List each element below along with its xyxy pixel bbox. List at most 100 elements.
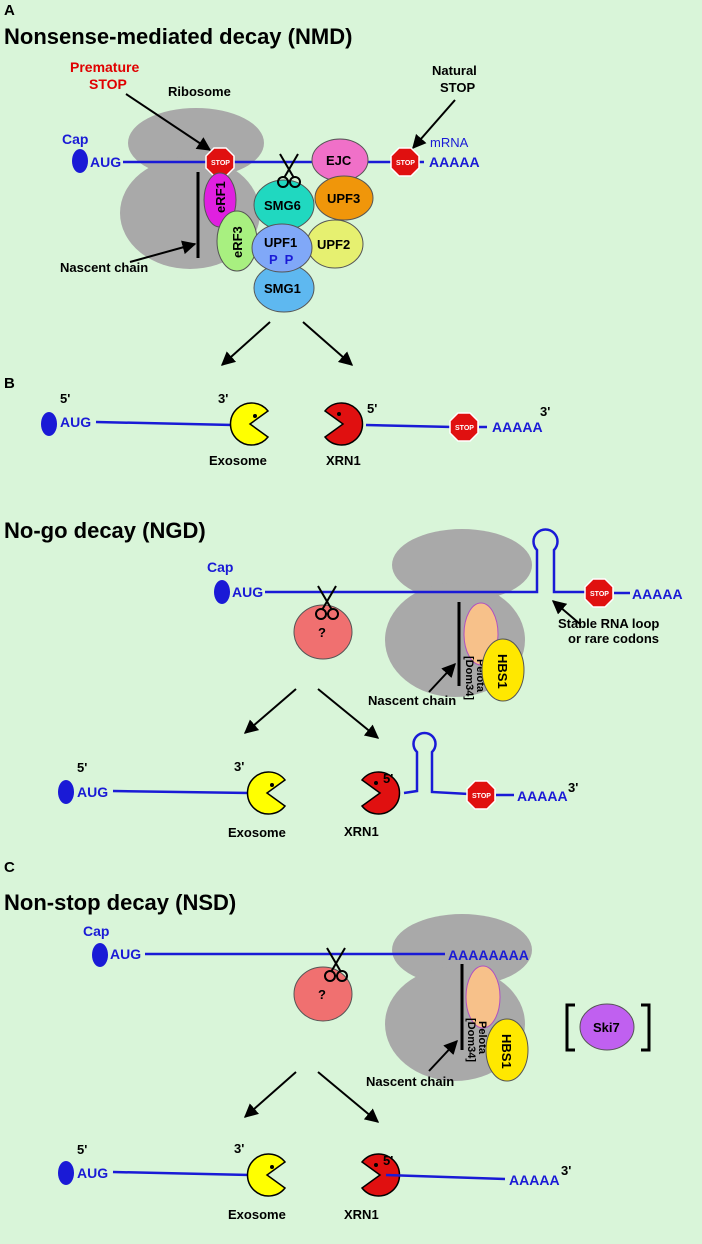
ngd-three-prime-left: 3' <box>234 759 244 774</box>
upf2-protein: UPF2 <box>306 219 364 269</box>
erf3-label: eRF3 <box>230 226 245 258</box>
nsd-prod-aug: AUG <box>77 1165 108 1181</box>
upf2-label: UPF2 <box>317 237 350 252</box>
b-five-prime-left: 5' <box>60 391 70 406</box>
nascent-chain-label: Nascent chain <box>60 260 148 275</box>
premature-stop-label-2: STOP <box>89 76 127 92</box>
b-polya: AAAAA <box>492 419 543 435</box>
nmd-title: Nonsense-mediated decay (NMD) <box>4 24 352 49</box>
ngd-dom34-label: [Dom34] <box>463 656 475 700</box>
nsd-dom34-label: [Dom34] <box>465 1018 477 1062</box>
panel-ngd: No-go decay (NGD) Cap AUG STOP AAAAA Sta… <box>4 518 683 840</box>
ngd-endonuclease: ? <box>293 604 353 660</box>
ngd-prod-aug: AUG <box>77 784 108 800</box>
ngd-xrn1-eye <box>374 781 378 785</box>
ngd-question-mark: ? <box>318 625 326 640</box>
nsd-question-mark: ? <box>318 987 326 1002</box>
nascent-chain-arrow <box>129 240 197 263</box>
ngd-prod-stop-text: STOP <box>472 793 491 800</box>
ngd-nascent-label: Nascent chain <box>368 693 456 708</box>
natural-stop-label-2: STOP <box>440 80 475 95</box>
nsd-prod-polya: AAAAA <box>509 1172 560 1188</box>
upf1-protein: UPF1 P P <box>251 223 313 273</box>
upf3-protein: UPF3 <box>314 175 374 221</box>
cap-oval <box>72 149 88 173</box>
mrna-label: mRNA <box>430 135 469 150</box>
ejc-label: EJC <box>326 153 352 168</box>
nsd-prod-mrna-left <box>112 1170 251 1177</box>
aug-label: AUG <box>90 154 121 170</box>
ngd-prod-mrna-left <box>112 789 251 795</box>
exosome-label: Exosome <box>209 453 267 468</box>
xrn1-label: XRN1 <box>326 453 361 468</box>
nsd-pelota-protein: Pelota [Dom34] <box>465 965 501 1062</box>
nsd-split-arrow-left <box>243 1071 297 1118</box>
ngd-cap-label: Cap <box>207 559 233 575</box>
ngd-five-prime-right: 5' <box>383 771 393 786</box>
nsd-xrn1-pacman <box>360 1153 401 1197</box>
b-five-prime-right: 5' <box>367 401 377 416</box>
erf1-label: eRF1 <box>213 181 228 213</box>
ngd-prod-cap-oval <box>58 780 74 804</box>
ngd-aug-label: AUG <box>232 584 263 600</box>
ngd-prod-mrna-loop <box>403 731 470 796</box>
ngd-prod-polya: AAAAA <box>517 788 568 804</box>
ngd-stop-sign: STOP <box>584 578 614 608</box>
panel-letter-b: B <box>4 375 15 392</box>
loop-label-1: Stable RNA loop <box>558 616 659 631</box>
b-mrna-right <box>365 423 454 429</box>
ski7-label: Ski7 <box>593 1020 620 1035</box>
nsd-cap-label: Cap <box>83 923 109 939</box>
nsd-title: Non-stop decay (NSD) <box>4 890 236 915</box>
smg1-label: SMG1 <box>264 281 301 296</box>
ngd-xrn1-pacman <box>360 771 401 815</box>
nsd-five-prime-left: 5' <box>77 1142 87 1157</box>
premature-stop-sign: STOP <box>205 147 235 177</box>
nsd-cap-oval <box>92 943 108 967</box>
b-three-prime-right: 3' <box>540 404 550 419</box>
upf1-label: UPF1 <box>264 235 297 250</box>
xrn1-eye <box>337 412 341 416</box>
nsd-exosome-pacman <box>246 1153 287 1197</box>
smg1-protein: SMG1 <box>253 263 315 313</box>
ngd-polya: AAAAA <box>632 586 683 602</box>
nsd-nascent-label: Nascent chain <box>366 1074 454 1089</box>
nsd-prod-cap-oval <box>58 1161 74 1185</box>
exosome-pacman <box>229 402 270 446</box>
natural-stop-sign: STOP <box>390 147 420 177</box>
phospho-label: P P <box>269 252 294 267</box>
nsd-xrn1-eye <box>374 1163 378 1167</box>
upf3-label: UPF3 <box>327 191 360 206</box>
nsd-exosome-eye <box>270 1165 274 1169</box>
nsd-split-arrow-right <box>317 1071 380 1123</box>
ngd-xrn1-label: XRN1 <box>344 824 379 839</box>
ngd-split-arrow-left <box>243 688 297 734</box>
panel-c-nsd: C Non-stop decay (NSD) Cap AUG AAAAAAAA … <box>4 859 651 1222</box>
exosome-eye <box>253 414 257 418</box>
ngd-hbs1-protein: HBS1 <box>481 638 525 702</box>
nsd-three-prime-left: 3' <box>234 1141 244 1156</box>
b-stop-sign: STOP <box>449 412 479 442</box>
nsd-three-prime-right: 3' <box>561 1163 571 1178</box>
erf3-protein: eRF3 <box>216 210 258 272</box>
premature-stop-label: Premature <box>70 59 139 75</box>
ribosome-label: Ribosome <box>168 84 231 99</box>
panel-letter-c: C <box>4 859 15 876</box>
nsd-pelota-label: Pelota <box>476 1021 488 1055</box>
ngd-exosome-pacman <box>246 771 287 815</box>
split-arrow-left <box>220 321 271 366</box>
nsd-polya-long: AAAAAAAA <box>448 947 529 963</box>
smg6-protein: SMG6 <box>253 179 315 231</box>
polya-tail: AAAAA <box>429 154 480 170</box>
natural-stop-arrow <box>412 99 456 150</box>
nsd-five-prime-right: 5' <box>383 1153 393 1168</box>
ngd-cap-oval <box>214 580 230 604</box>
ngd-mrna-with-loop <box>265 528 587 594</box>
b-mrna-left <box>95 420 234 427</box>
ngd-exosome-eye <box>270 783 274 787</box>
panel-a-nmd: A Nonsense-mediated decay (NMD) Ribosome… <box>4 2 480 366</box>
natural-stop-text: STOP <box>396 160 415 167</box>
natural-stop-label: Natural <box>432 63 477 78</box>
nsd-aug-label: AUG <box>110 946 141 962</box>
